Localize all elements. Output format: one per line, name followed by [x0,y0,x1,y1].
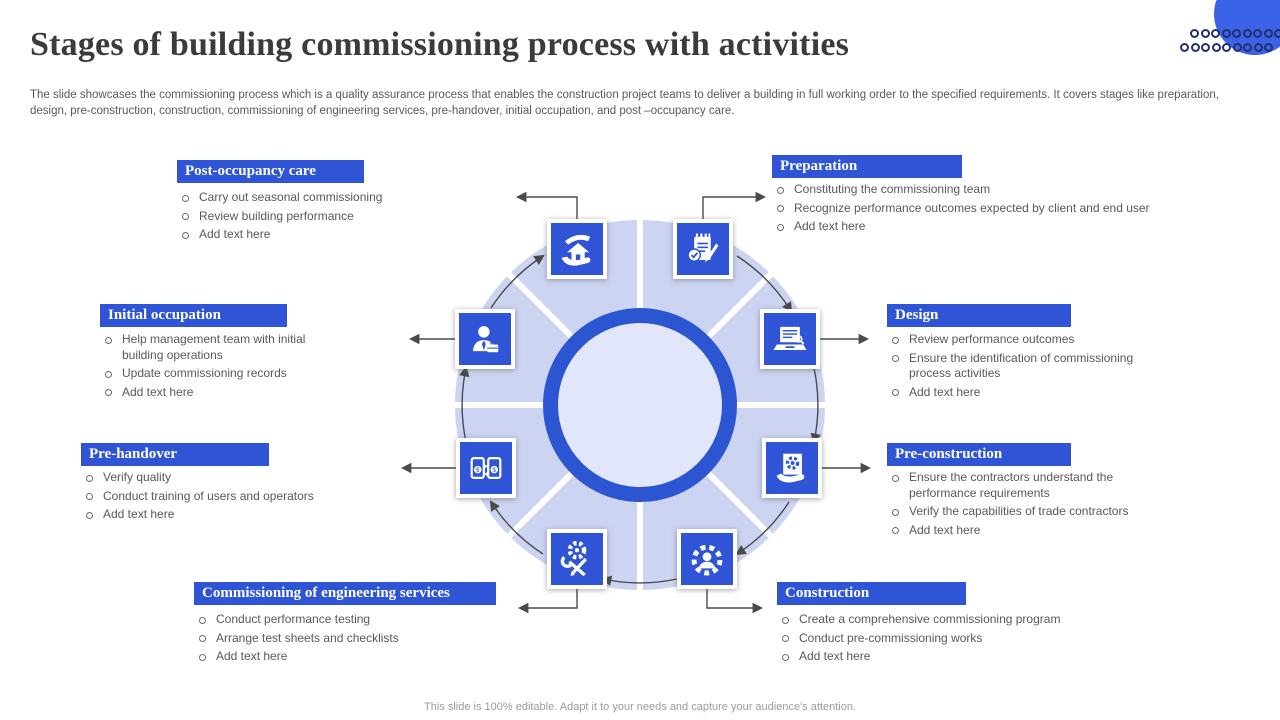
svg-text:$: $ [476,466,480,474]
bullet-list-construction: Create a comprehensive commissioning pro… [778,612,1118,668]
node-initial-occupation[interactable] [455,309,515,369]
list-item: Ensure the contractors understand the pe… [888,470,1160,501]
bullet-list-design: Review performance outcomes Ensure the i… [888,332,1158,403]
list-item: Add text here [82,507,382,523]
stage-label-pre-handover[interactable]: Pre-handover [81,443,269,466]
ring-dots-row-1 [1190,29,1280,38]
checklist-pencil-icon [687,233,719,263]
list-item: Conduct pre-commissioning works [778,631,1118,647]
list-item: Conduct training of users and operators [82,489,382,505]
list-item: Add text here [178,227,458,243]
node-post-occupancy[interactable] [547,219,607,279]
list-item: Add text here [888,523,1160,539]
phone-transfer-icon: $ $ [470,457,502,479]
bullet-list-preparation: Constituting the commissioning team Reco… [773,182,1213,238]
bullet-list-initial-occupation: Help management team with initial buildi… [101,332,336,403]
ring-dots-row-2 [1180,43,1273,52]
stage-label-design[interactable]: Design [887,304,1071,327]
node-preparation[interactable] [673,219,733,279]
list-item: Conduct performance testing [195,612,515,628]
stage-label-construction[interactable]: Construction [777,582,966,605]
stage-label-post-occupancy[interactable]: Post-occupancy care [177,160,364,183]
gear-person-icon [691,544,723,576]
list-item: Add text here [101,385,336,401]
stage-label-initial-occupation[interactable]: Initial occupation [100,304,287,327]
bullet-list-post-occupancy: Carry out seasonal commissioning Review … [178,190,458,246]
editable-note: This slide is 100% editable. Adapt it to… [424,701,856,713]
bullet-list-pre-handover: Verify quality Conduct training of users… [82,470,382,526]
node-pre-handover[interactable]: $ $ [456,438,516,498]
list-item: Verify quality [82,470,382,486]
stage-label-engineering-services[interactable]: Commissioning of engineering services [194,582,496,605]
node-design[interactable] [760,309,820,369]
bullet-list-engineering-services: Conduct performance testing Arrange test… [195,612,515,668]
node-pre-construction[interactable] [762,438,822,498]
list-item: Add text here [195,649,515,665]
list-item: Add text here [773,219,1213,235]
list-item: Ensure the identification of commissioni… [888,351,1158,382]
list-item: Create a comprehensive commissioning pro… [778,612,1118,628]
node-construction[interactable] [677,529,737,589]
list-item: Verify the capabilities of trade contrac… [888,504,1160,520]
list-item: Review performance outcomes [888,332,1158,348]
list-item: Add text here [778,649,1118,665]
stage-label-pre-construction[interactable]: Pre-construction [887,443,1071,466]
svg-text:$: $ [492,466,496,474]
page-title: Stages of building commissioning process… [30,26,850,63]
wheel-hub-ring [543,308,737,502]
gear-tools-icon [560,540,588,577]
list-item: Add text here [888,385,1158,401]
list-item: Arrange test sheets and checklists [195,631,515,647]
list-item: Review building performance [178,209,458,225]
stage-label-preparation[interactable]: Preparation [772,155,962,178]
list-item: Help management team with initial buildi… [101,332,336,363]
laptop-icon [773,326,807,350]
list-item: Update commissioning records [101,366,336,382]
list-item: Carry out seasonal commissioning [178,190,458,206]
node-engineering-services[interactable] [547,529,607,589]
list-item: Constituting the commissioning team [773,182,1213,198]
hand-gear-icon [776,453,805,483]
house-care-icon [561,234,591,266]
slide-description: The slide showcases the commissioning pr… [30,89,1219,117]
list-item: Recognize performance outcomes expected … [773,201,1213,217]
manager-person-icon [472,326,499,353]
bullet-list-pre-construction: Ensure the contractors understand the pe… [888,470,1160,541]
